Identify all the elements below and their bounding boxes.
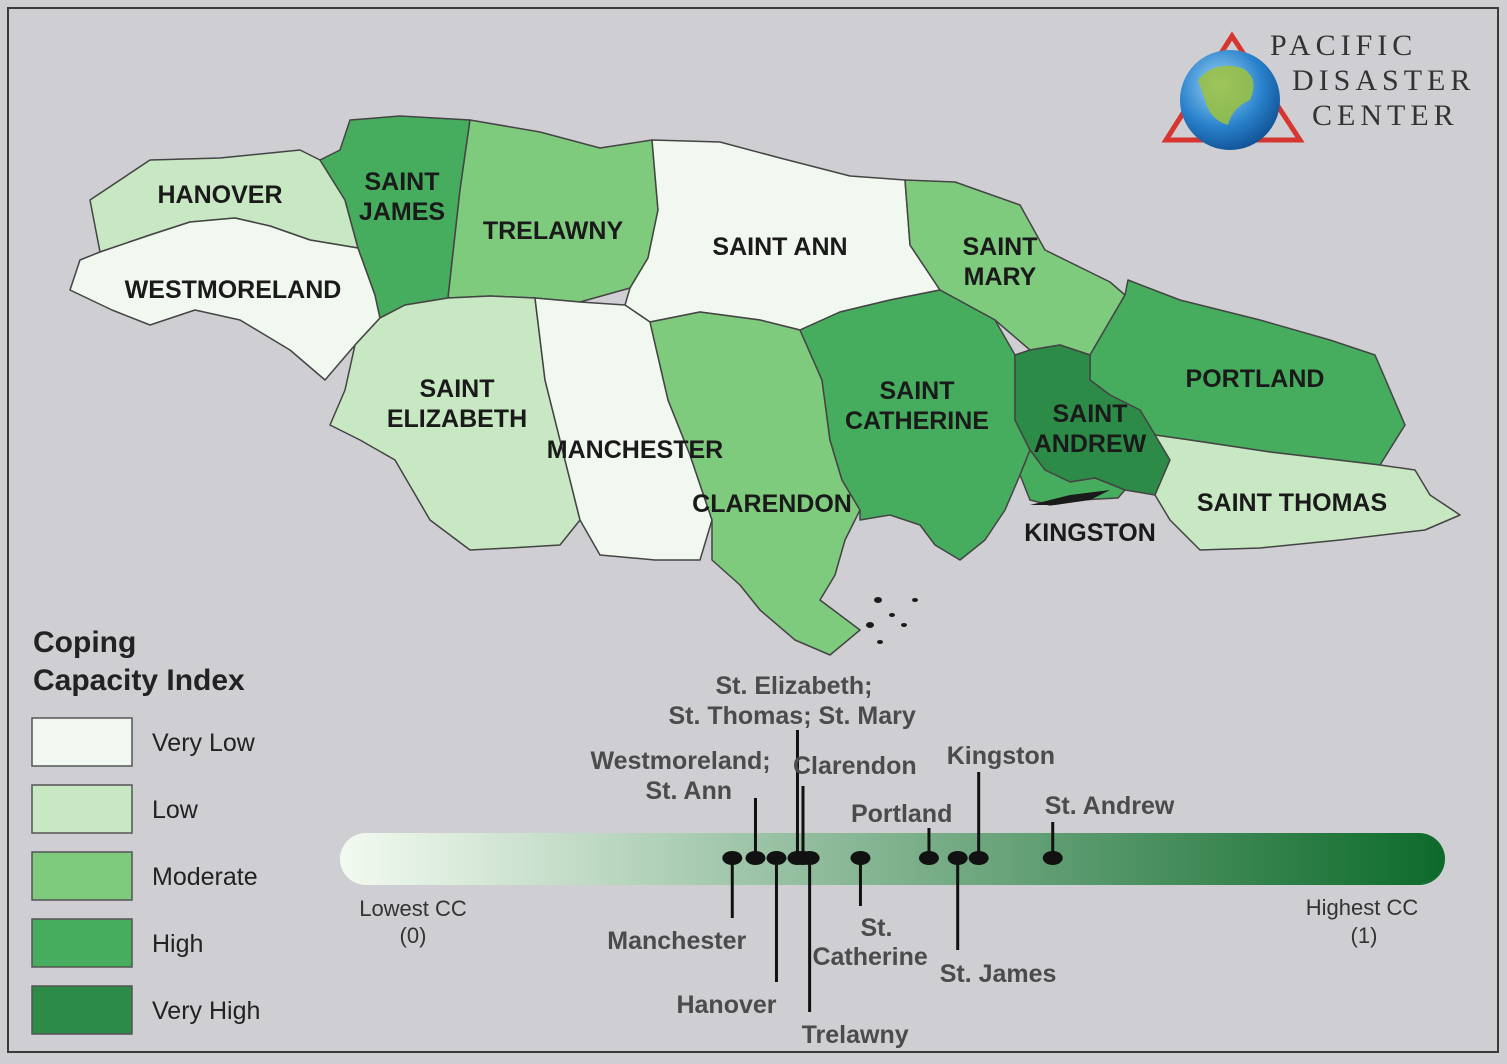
legend-swatch-moderate bbox=[31, 851, 133, 901]
parish-saint-elizabeth[interactable] bbox=[329, 295, 581, 551]
scale-low-value: (0) bbox=[400, 923, 427, 948]
scale-low-label: Lowest CC bbox=[359, 896, 467, 921]
marker-dot-kingston bbox=[968, 851, 989, 865]
marker-label-st-catherine-2: Catherine bbox=[812, 943, 927, 971]
label-westmoreland: WESTMORELAND bbox=[125, 276, 342, 304]
marker-label-westmoreland-st-ann-2: St. Ann bbox=[645, 777, 732, 805]
scale-marker-hanover: Hanover bbox=[676, 851, 787, 1019]
harbour-islands bbox=[866, 490, 1110, 644]
marker-dot-st-catherine bbox=[850, 851, 871, 865]
marker-dot-st-andrew bbox=[1042, 851, 1063, 865]
label-trelawny: TRELAWNY bbox=[483, 217, 624, 245]
scale-marker-manchester: Manchester bbox=[607, 851, 746, 955]
marker-dot-manchester bbox=[722, 851, 743, 865]
marker-label-manchester: Manchester bbox=[607, 927, 746, 955]
logo-line-2: DISASTER bbox=[1292, 64, 1475, 97]
scale-marker-kingston: Kingston bbox=[947, 742, 1055, 865]
scale-high-value: (1) bbox=[1351, 923, 1378, 948]
parish-manchester[interactable] bbox=[534, 297, 713, 561]
logo: PACIFIC DISASTER CENTER bbox=[1161, 29, 1475, 150]
scale-marker-portland: Portland bbox=[851, 800, 952, 865]
legend-label-very-high: Very High bbox=[152, 997, 260, 1025]
marker-dot-hanover bbox=[766, 851, 787, 865]
scale-gradient-bar bbox=[340, 833, 1445, 885]
label-kingston: KINGSTON bbox=[1024, 519, 1156, 547]
marker-dot-westmoreland-st-ann bbox=[745, 851, 766, 865]
marker-label-clarendon: Clarendon bbox=[793, 752, 917, 780]
label-clarendon: CLARENDON bbox=[692, 490, 852, 518]
marker-label-st-catherine-1: St. bbox=[860, 914, 892, 942]
legend-swatch-very-high bbox=[31, 985, 133, 1035]
scale-marker-trelawny: Trelawny bbox=[799, 851, 909, 1049]
legend-swatch-low bbox=[31, 784, 133, 834]
label-portland: PORTLAND bbox=[1186, 365, 1325, 393]
label-saint-ann: SAINT ANN bbox=[712, 233, 847, 261]
legend-swatch-high bbox=[31, 918, 133, 968]
marker-label-westmoreland-st-ann-1: Westmoreland; bbox=[590, 747, 770, 775]
scale-high-label: Highest CC bbox=[1306, 895, 1419, 920]
marker-dot-trelawny bbox=[799, 851, 820, 865]
marker-dot-portland bbox=[918, 851, 939, 865]
legend-label-high: High bbox=[152, 930, 203, 958]
legend-title-line-1: Coping bbox=[33, 626, 136, 659]
legend-label-moderate: Moderate bbox=[152, 863, 258, 891]
marker-label-hanover: Hanover bbox=[676, 991, 776, 1019]
parish-trelawny[interactable] bbox=[447, 119, 659, 303]
marker-label-kingston: Kingston bbox=[947, 742, 1055, 770]
logo-line-3: CENTER bbox=[1312, 99, 1459, 132]
scale-marker-st-andrew: St. Andrew bbox=[1042, 792, 1175, 865]
marker-label-st-elizabeth-st-thomas-st-mary-2: St. Thomas; St. Mary bbox=[668, 702, 915, 730]
marker-label-portland: Portland bbox=[851, 800, 952, 828]
legend-title-line-2: Capacity Index bbox=[33, 664, 245, 697]
parish-saint-catherine[interactable] bbox=[799, 289, 1031, 561]
legend-label-very-low: Very Low bbox=[152, 729, 256, 757]
legend-swatch-very-low bbox=[31, 717, 133, 767]
coping-capacity-scale: Lowest CC (0) Highest CC (1) Manchester W… bbox=[340, 672, 1445, 1049]
marker-label-st-james: St. James bbox=[940, 960, 1057, 988]
scale-marker-st-catherine: St.Catherine bbox=[812, 851, 928, 971]
scale-marker-westmoreland-st-ann: Westmoreland;St. Ann bbox=[590, 747, 771, 865]
legend-label-low: Low bbox=[152, 796, 199, 824]
marker-label-st-elizabeth-st-thomas-st-mary-1: St. Elizabeth; bbox=[715, 672, 872, 700]
legend: Coping Capacity Index Very LowLowModerat… bbox=[31, 626, 260, 1035]
parish-saint-thomas[interactable] bbox=[1154, 434, 1461, 551]
marker-label-trelawny: Trelawny bbox=[802, 1021, 909, 1049]
label-manchester: MANCHESTER bbox=[547, 436, 723, 464]
marker-dot-st-james bbox=[947, 851, 968, 865]
label-hanover: HANOVER bbox=[157, 181, 282, 209]
logo-line-1: PACIFIC bbox=[1270, 29, 1417, 62]
scale-marker-st-james: St. James bbox=[940, 851, 1057, 988]
label-saint-thomas: SAINT THOMAS bbox=[1197, 489, 1387, 517]
marker-label-st-andrew: St. Andrew bbox=[1045, 792, 1175, 820]
